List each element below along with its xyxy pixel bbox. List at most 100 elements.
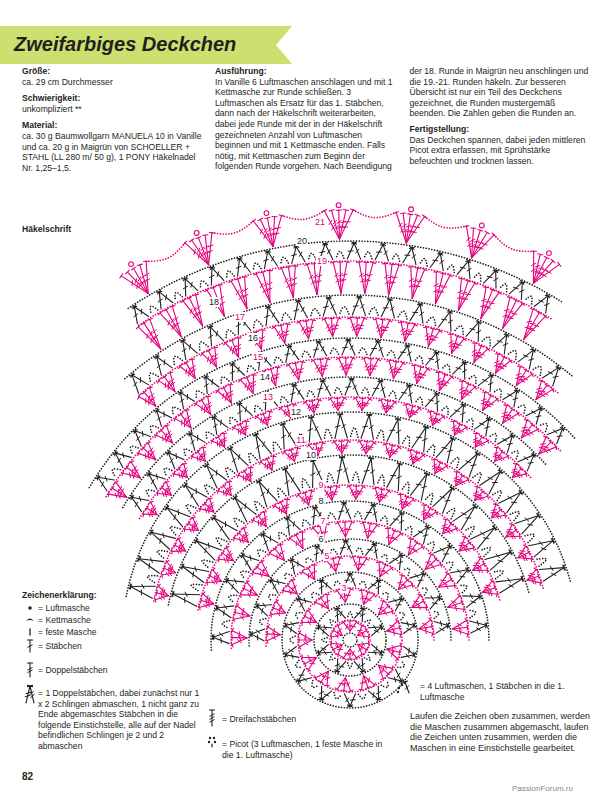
stitch-top (504, 405, 509, 406)
stitch-top (130, 584, 131, 589)
stitch-bar (385, 664, 386, 669)
stitch-bar (209, 597, 210, 602)
chain-loop (536, 558, 546, 566)
stitch-bar (225, 491, 227, 496)
chain-loop (330, 620, 336, 626)
stitch-bar (364, 448, 369, 450)
stitch-bar (356, 613, 361, 614)
stitch-top (174, 543, 176, 548)
stitch-top (283, 450, 287, 454)
stitch-top (462, 403, 465, 407)
stitch-bar (383, 571, 388, 573)
stitch-bar (346, 509, 349, 513)
stitch-top (292, 384, 297, 386)
stitch-top (273, 547, 277, 550)
stitch-stem (419, 629, 433, 634)
stitch-bar (152, 510, 153, 515)
stitch-bar (457, 623, 461, 626)
stitch-top (266, 638, 268, 643)
stitch-top (228, 384, 233, 385)
stitch-bar (377, 568, 381, 571)
stitch-stem (283, 591, 297, 594)
stitch-top (317, 399, 322, 401)
stitch-bar (392, 538, 397, 540)
stitch-bar (338, 628, 341, 632)
stitch-top (211, 439, 213, 444)
stitch-bar (234, 579, 236, 584)
stitch-bar (360, 596, 364, 599)
stitch-stem (436, 626, 448, 634)
stitch-top (243, 586, 245, 591)
stitch-stem (232, 631, 247, 638)
stitch-bar (284, 410, 285, 415)
stitch-top (293, 363, 298, 364)
stitch-stem (491, 505, 495, 518)
stitch-stem (443, 519, 446, 533)
stitch-bar (338, 446, 340, 450)
stitch-top (302, 492, 307, 494)
stitch-stem (336, 558, 340, 572)
stitch-stem (350, 574, 356, 586)
stitch-bar (370, 531, 375, 533)
stitch-stem (234, 538, 248, 542)
stitch-bar (242, 612, 243, 617)
stitch-stem (213, 637, 229, 643)
chain-loop (377, 475, 384, 486)
stitch-bar (272, 636, 276, 639)
stitch-top (418, 594, 422, 597)
stitch-top (311, 460, 316, 461)
stitch-stem (461, 387, 474, 399)
stitch-top (216, 605, 218, 610)
stitch-bar (164, 589, 165, 594)
stitch-stem (335, 414, 340, 438)
stitch-bar (399, 502, 403, 505)
stitch-bar (224, 605, 227, 609)
stitch-top (476, 452, 479, 456)
stitch-top (225, 579, 229, 583)
stitch-bar (273, 628, 274, 633)
stitch-top (212, 635, 214, 640)
stitch-bar (412, 458, 417, 460)
stitch-bar (445, 500, 450, 502)
stitch-top (523, 545, 527, 548)
stitch-top (400, 575, 405, 576)
stitch-bar (216, 470, 218, 475)
stitch-top (519, 467, 523, 471)
stitch-stem (438, 372, 440, 390)
chain-loop (426, 542, 434, 550)
chain-loop (241, 571, 249, 578)
chain-loop (350, 428, 357, 437)
stitch-top (200, 598, 201, 603)
stitch-bar (383, 667, 384, 672)
stitch-bar (279, 608, 281, 613)
stitch-stem (425, 394, 436, 407)
stitch-bar (201, 406, 203, 411)
stitch-bar (265, 463, 267, 468)
stitch-bar (256, 630, 260, 633)
stitch-bar (444, 529, 449, 530)
stitch-bar (340, 528, 343, 532)
stitch-top (429, 553, 434, 555)
stitch-bar (294, 453, 299, 454)
stitch-top (424, 426, 428, 429)
stitch-bar (286, 411, 287, 416)
stitch-top (172, 591, 173, 596)
stitch-stem (267, 635, 280, 641)
stitch-bar (422, 510, 427, 512)
stitch-top (328, 486, 333, 488)
chain-loop (330, 549, 337, 555)
stitch-top (338, 414, 343, 415)
stitch-stem (461, 381, 463, 399)
stitch-stem (343, 622, 350, 631)
chain-loop (269, 595, 276, 602)
stitch-bar (399, 499, 403, 502)
stitch-top (211, 568, 215, 571)
stitch-bar (199, 457, 201, 462)
stitch-stem (515, 515, 539, 523)
stitch-top (368, 634, 370, 639)
stitch-top (350, 556, 355, 558)
stitch-top (366, 687, 371, 689)
stitch-bar (310, 572, 313, 576)
stitch-stem (330, 399, 338, 411)
stitch-bar (220, 638, 222, 643)
